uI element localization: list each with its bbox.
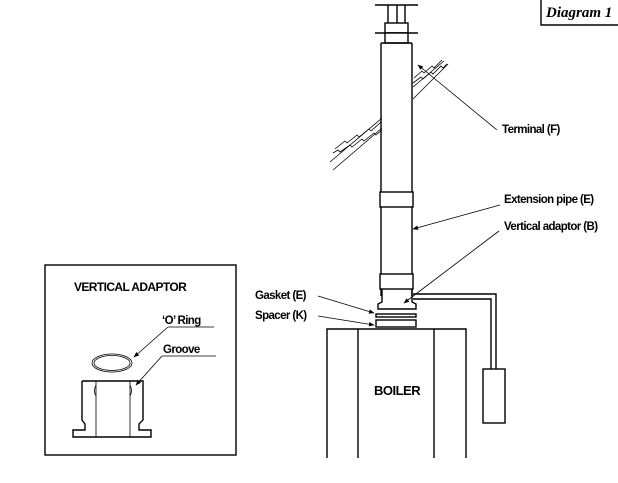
gasket (375, 313, 417, 318)
roof-right (412, 59, 449, 100)
pipe-band-lower (379, 273, 414, 290)
vertical-adaptor (375, 289, 417, 328)
callout-vertical-adaptor: Vertical adaptor (B) (403, 221, 599, 304)
boiler-label: BOILER (374, 383, 421, 398)
condensate-trap (482, 368, 506, 424)
inset-title: VERTICAL ADAPTOR (74, 280, 187, 294)
vertical-adaptor-label: Vertical adaptor (B) (504, 221, 598, 233)
o-ring (91, 353, 133, 373)
spacer (375, 319, 417, 328)
extension-pipe-label: Extension pipe (E) (504, 194, 594, 206)
groove-label: Groove (163, 344, 200, 356)
o-ring-label: ‘O’ Ring (162, 315, 201, 327)
pipe-band-upper (379, 191, 414, 208)
gasket-label: Gasket (E) (255, 290, 307, 302)
terminal-label: Terminal (F) (502, 124, 561, 136)
diagram-title-box: Diagram 1 (540, 0, 618, 26)
inset-vertical-adaptor: VERTICAL ADAPTOR ‘O’ Ring Groove (44, 264, 237, 456)
callout-terminal: Terminal (F) (417, 64, 561, 136)
roof-left (329, 117, 383, 171)
callout-extension-pipe: Extension pipe (E) (412, 194, 595, 230)
condensate-pipe (413, 293, 506, 424)
diagram-title: Diagram 1 (545, 5, 612, 21)
spacer-label: Spacer (K) (255, 310, 307, 322)
flue-terminal (375, 4, 418, 44)
callout-spacer: Spacer (K) (255, 310, 375, 327)
boiler: BOILER (326, 328, 467, 458)
flue-pipe (379, 42, 414, 296)
callout-gasket: Gasket (E) (255, 290, 375, 314)
